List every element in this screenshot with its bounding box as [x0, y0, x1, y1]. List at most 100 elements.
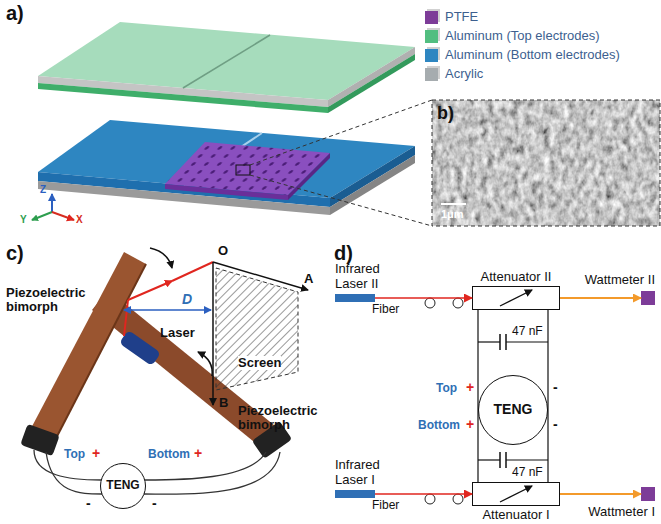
connector	[477, 410, 478, 482]
laser-source: Infrared Laser I	[335, 490, 375, 498]
laser-source: Infrared Laser II	[335, 294, 375, 302]
axis-b	[212, 262, 214, 405]
node-text: Wattmeter I	[588, 505, 655, 519]
node-text: Wattmeter II	[585, 273, 655, 287]
laser-beam	[172, 262, 213, 281]
connector	[547, 410, 548, 482]
attenuator-box: Attenuator II	[472, 286, 560, 310]
legend-text: PTFE	[445, 10, 478, 25]
legend-swatch	[425, 49, 438, 62]
panel-label: c)	[6, 242, 24, 264]
leader-line	[250, 175, 432, 226]
axis-z	[51, 194, 53, 212]
legend-swatch	[425, 30, 438, 43]
polarity-sign: -	[553, 417, 558, 432]
axis-label: X	[76, 214, 83, 225]
terminal-label: Top	[64, 448, 85, 461]
laser-body	[119, 330, 161, 366]
capacitor-plate	[499, 452, 501, 468]
polarity-sign: -	[152, 496, 157, 511]
bottom-electrode-side	[330, 146, 415, 207]
fiber-coil	[453, 298, 463, 308]
component-value: 47 nF	[512, 466, 543, 479]
scale-label: 1μm	[441, 208, 464, 220]
axis-label: Z	[40, 184, 46, 195]
legend-swatch	[425, 11, 438, 24]
clamp	[20, 424, 59, 456]
node-text: TENG	[494, 402, 533, 417]
connector	[560, 297, 641, 299]
sem-image	[432, 100, 660, 226]
node-text: Infrared Laser I	[335, 458, 399, 487]
part-label: Piezoelectric bimorph	[238, 404, 332, 433]
ptfe-side	[288, 153, 330, 200]
attenuator-arrow	[500, 290, 532, 306]
connector	[560, 493, 641, 495]
edge-label: Fiber	[372, 499, 399, 512]
part-label: Screen	[238, 356, 281, 370]
screen	[216, 268, 298, 390]
polarity-sign: +	[194, 446, 202, 461]
terminal-label: Bottom	[148, 448, 190, 461]
laser-beam	[128, 281, 172, 300]
inset-frame	[432, 100, 660, 226]
attenuator-box: Attenuator I	[472, 482, 560, 506]
teng-circle: TENG	[478, 375, 548, 445]
panel-label: d)	[334, 242, 353, 264]
capacitor-plate	[499, 334, 501, 350]
bend-arrow	[198, 352, 212, 376]
node-text: TENG	[106, 479, 139, 492]
connector	[547, 310, 548, 410]
axis-x	[52, 212, 74, 220]
legend-text: Acrylic	[445, 67, 483, 82]
connector	[375, 297, 472, 299]
part-label: Laser	[160, 326, 195, 340]
wire	[506, 341, 548, 342]
wire	[478, 459, 500, 460]
inset-marker	[236, 165, 250, 175]
node-text: Attenuator II	[481, 270, 552, 284]
wire	[478, 341, 500, 342]
panel-label: a)	[6, 2, 24, 24]
panel-label: b)	[437, 104, 454, 124]
dimension-label: D	[182, 292, 192, 307]
fiber-coil	[425, 298, 435, 308]
terminal-label: Bottom	[418, 419, 460, 432]
terminal-label: Top	[436, 382, 457, 395]
attenuator-arrow	[500, 486, 532, 502]
teng-circle: TENG	[100, 463, 146, 509]
distance-arrow	[124, 309, 211, 311]
fiber-coil	[453, 494, 463, 504]
legend-swatch	[425, 68, 438, 81]
polarity-sign: +	[466, 417, 474, 432]
acrylic-side	[328, 47, 415, 107]
polarity-sign: +	[466, 380, 474, 395]
wattmeter: Wattmeter II	[641, 291, 655, 305]
polarity-sign: -	[553, 380, 558, 395]
part-label: Piezoelectric bimorph	[6, 286, 100, 315]
laser-beam	[124, 300, 128, 336]
top-electrode-side	[328, 54, 415, 113]
bend-arrow	[150, 248, 172, 268]
axis-label: A	[304, 272, 313, 286]
node-text: Infrared Laser II	[335, 262, 399, 291]
legend-text: Aluminum (Top electrodes)	[445, 29, 600, 44]
node-text: Attenuator I	[482, 508, 549, 522]
wattmeter: Wattmeter I	[641, 487, 655, 501]
scale-bar	[441, 203, 466, 205]
edge-label: Fiber	[372, 303, 399, 316]
axis-y	[32, 212, 52, 220]
acrylic-side	[330, 155, 415, 215]
polarity-sign: -	[86, 496, 91, 511]
connector	[477, 310, 478, 410]
fiber-coil	[425, 494, 435, 504]
polarity-sign: +	[92, 446, 100, 461]
component-value: 47 nF	[512, 325, 543, 338]
legend-text: Aluminum (Bottom electrodes)	[445, 48, 620, 63]
wire	[506, 459, 548, 460]
axis-a	[213, 262, 308, 290]
electrode-gap	[183, 35, 270, 88]
leader-line	[250, 100, 432, 165]
